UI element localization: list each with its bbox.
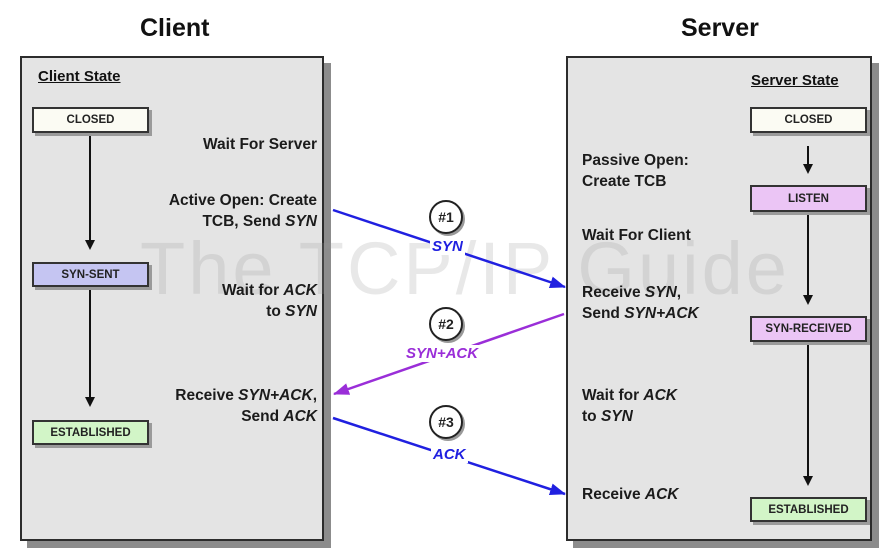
synack-label: SYN+ACK xyxy=(404,345,481,362)
server-title: Server xyxy=(681,14,759,42)
server-note-wait-ack: Wait for ACK to SYN xyxy=(582,387,678,425)
server-note-wait-client: Wait For Client xyxy=(582,227,691,244)
server-state-closed: CLOSED xyxy=(750,107,867,133)
server-note-receive-ack: Receive ACK xyxy=(582,486,679,503)
server-state-title: Server State xyxy=(751,72,839,89)
server-state-listen: LISTEN xyxy=(750,185,867,212)
client-note-wait-ack: Wait for ACK to SYN xyxy=(221,282,317,320)
server-note-passive-open: Passive Open: Create TCB xyxy=(582,152,689,190)
client-note-active-open: Active Open: Create TCB, Send SYN xyxy=(168,192,317,230)
server-panel xyxy=(566,56,872,541)
client-note-receive-synack: Receive SYN+ACK, Send ACK xyxy=(175,387,317,425)
client-state-syn-sent: SYN-SENT xyxy=(32,262,149,287)
seq-circle-3: #3 xyxy=(429,405,463,439)
syn-label: SYN xyxy=(430,238,465,255)
ack-label: ACK xyxy=(431,446,468,463)
server-state-established: ESTABLISHED xyxy=(750,497,867,522)
seq-circle-2: #2 xyxy=(429,307,463,341)
client-state-closed: CLOSED xyxy=(32,107,149,133)
client-panel xyxy=(20,56,324,541)
client-title: Client xyxy=(140,14,210,42)
server-note-receive-syn: Receive SYN, Send SYN+ACK xyxy=(582,284,699,322)
server-state-syn-received: SYN-RECEIVED xyxy=(750,316,867,342)
client-state-established: ESTABLISHED xyxy=(32,420,149,445)
seq-circle-1: #1 xyxy=(429,200,463,234)
client-note-wait-server: Wait For Server xyxy=(203,136,317,153)
client-state-title: Client State xyxy=(38,68,121,85)
